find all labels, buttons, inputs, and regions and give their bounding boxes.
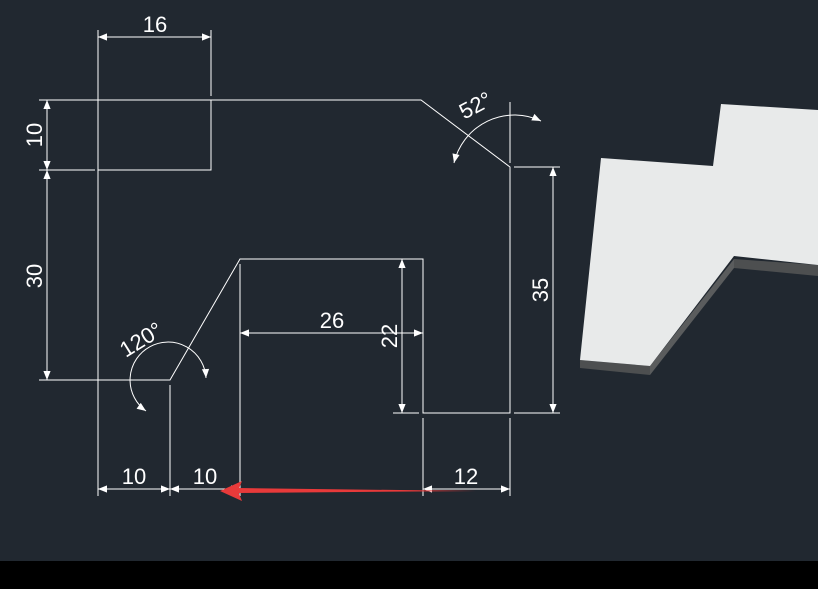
dim-10-bottom-b: 10 <box>193 464 217 489</box>
dim-35: 35 <box>528 278 553 302</box>
angle-arcs <box>129 113 542 412</box>
dim-angle-120: 120° <box>115 317 167 362</box>
part-outline <box>39 99 511 414</box>
extension-lines <box>39 30 560 496</box>
dim-26: 26 <box>320 308 344 333</box>
solid-3d-preview <box>580 104 818 375</box>
dim-12: 12 <box>454 464 478 489</box>
dimension-lines <box>43 33 557 493</box>
status-bar <box>0 561 818 589</box>
drawing-svg: 16 10 30 52° 35 120° 26 22 10 10 12 <box>22 12 818 501</box>
dim-angle-52: 52° <box>455 87 496 125</box>
dim-16: 16 <box>143 12 167 37</box>
red-annotation-arrow <box>220 481 476 501</box>
dim-22: 22 <box>377 324 402 348</box>
cad-drawing-canvas[interactable]: 16 10 30 52° 35 120° 26 22 10 10 12 <box>0 0 818 561</box>
dim-30: 30 <box>22 264 47 288</box>
dim-10-bottom-a: 10 <box>122 464 146 489</box>
dim-10-left: 10 <box>22 123 47 147</box>
